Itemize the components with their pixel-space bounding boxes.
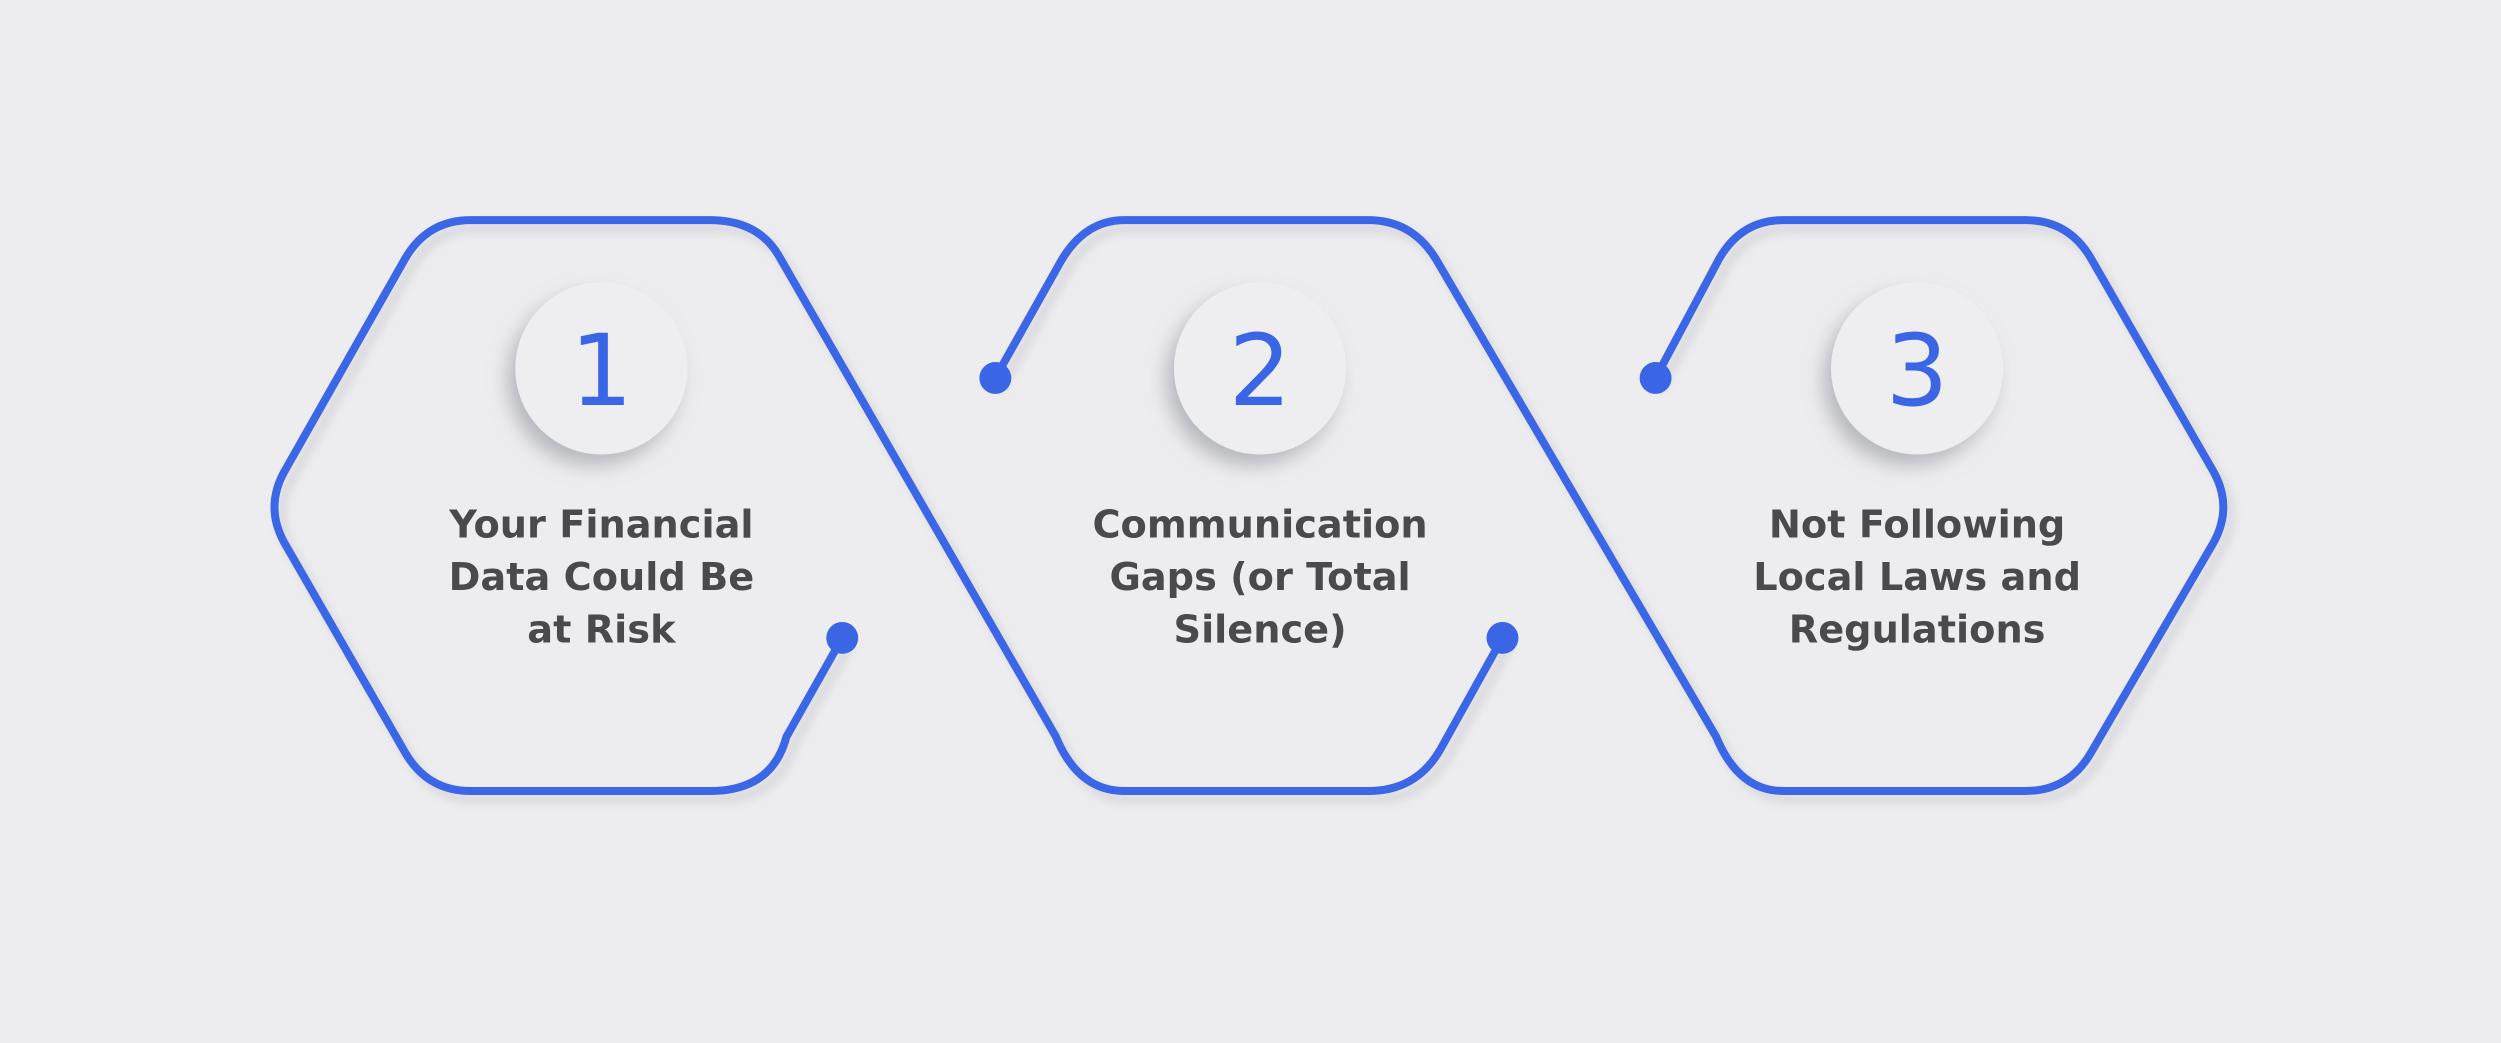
step-label-line: Not Following <box>1769 502 2065 547</box>
connector-line-2 <box>991 216 2228 796</box>
step-label-line: Silence) <box>1174 608 1347 653</box>
step-3: 3 Not Following Local Laws and Regulatio… <box>1753 282 2081 653</box>
step-2: 2 Communication Gaps (or Total Silence) <box>1092 282 1428 653</box>
step-1: 1 Your Financial Data Could Be at Risk <box>448 282 755 653</box>
step-label-line: Local Laws and <box>1753 555 2081 600</box>
step-number: 1 <box>570 314 633 429</box>
step-number: 3 <box>1886 314 1949 429</box>
step-number: 2 <box>1229 314 1292 429</box>
step-label-line: Your Financial <box>448 502 753 547</box>
number-badge <box>1173 282 1347 455</box>
number-badge <box>1831 282 2004 455</box>
connector-dot <box>979 362 1012 394</box>
step-label-line: Data Could Be <box>449 555 755 600</box>
step-label-line: Regulations <box>1789 608 2046 653</box>
number-badge <box>515 282 688 455</box>
step-label-line: Communication <box>1092 502 1427 547</box>
connector-dot <box>1639 362 1672 394</box>
connector-line-1 <box>270 216 1507 796</box>
step-label-line: at Risk <box>527 608 677 653</box>
step-label-line: Gaps (or Total <box>1109 555 1410 600</box>
connector-dot <box>826 621 859 654</box>
connector-dot <box>1486 621 1519 654</box>
